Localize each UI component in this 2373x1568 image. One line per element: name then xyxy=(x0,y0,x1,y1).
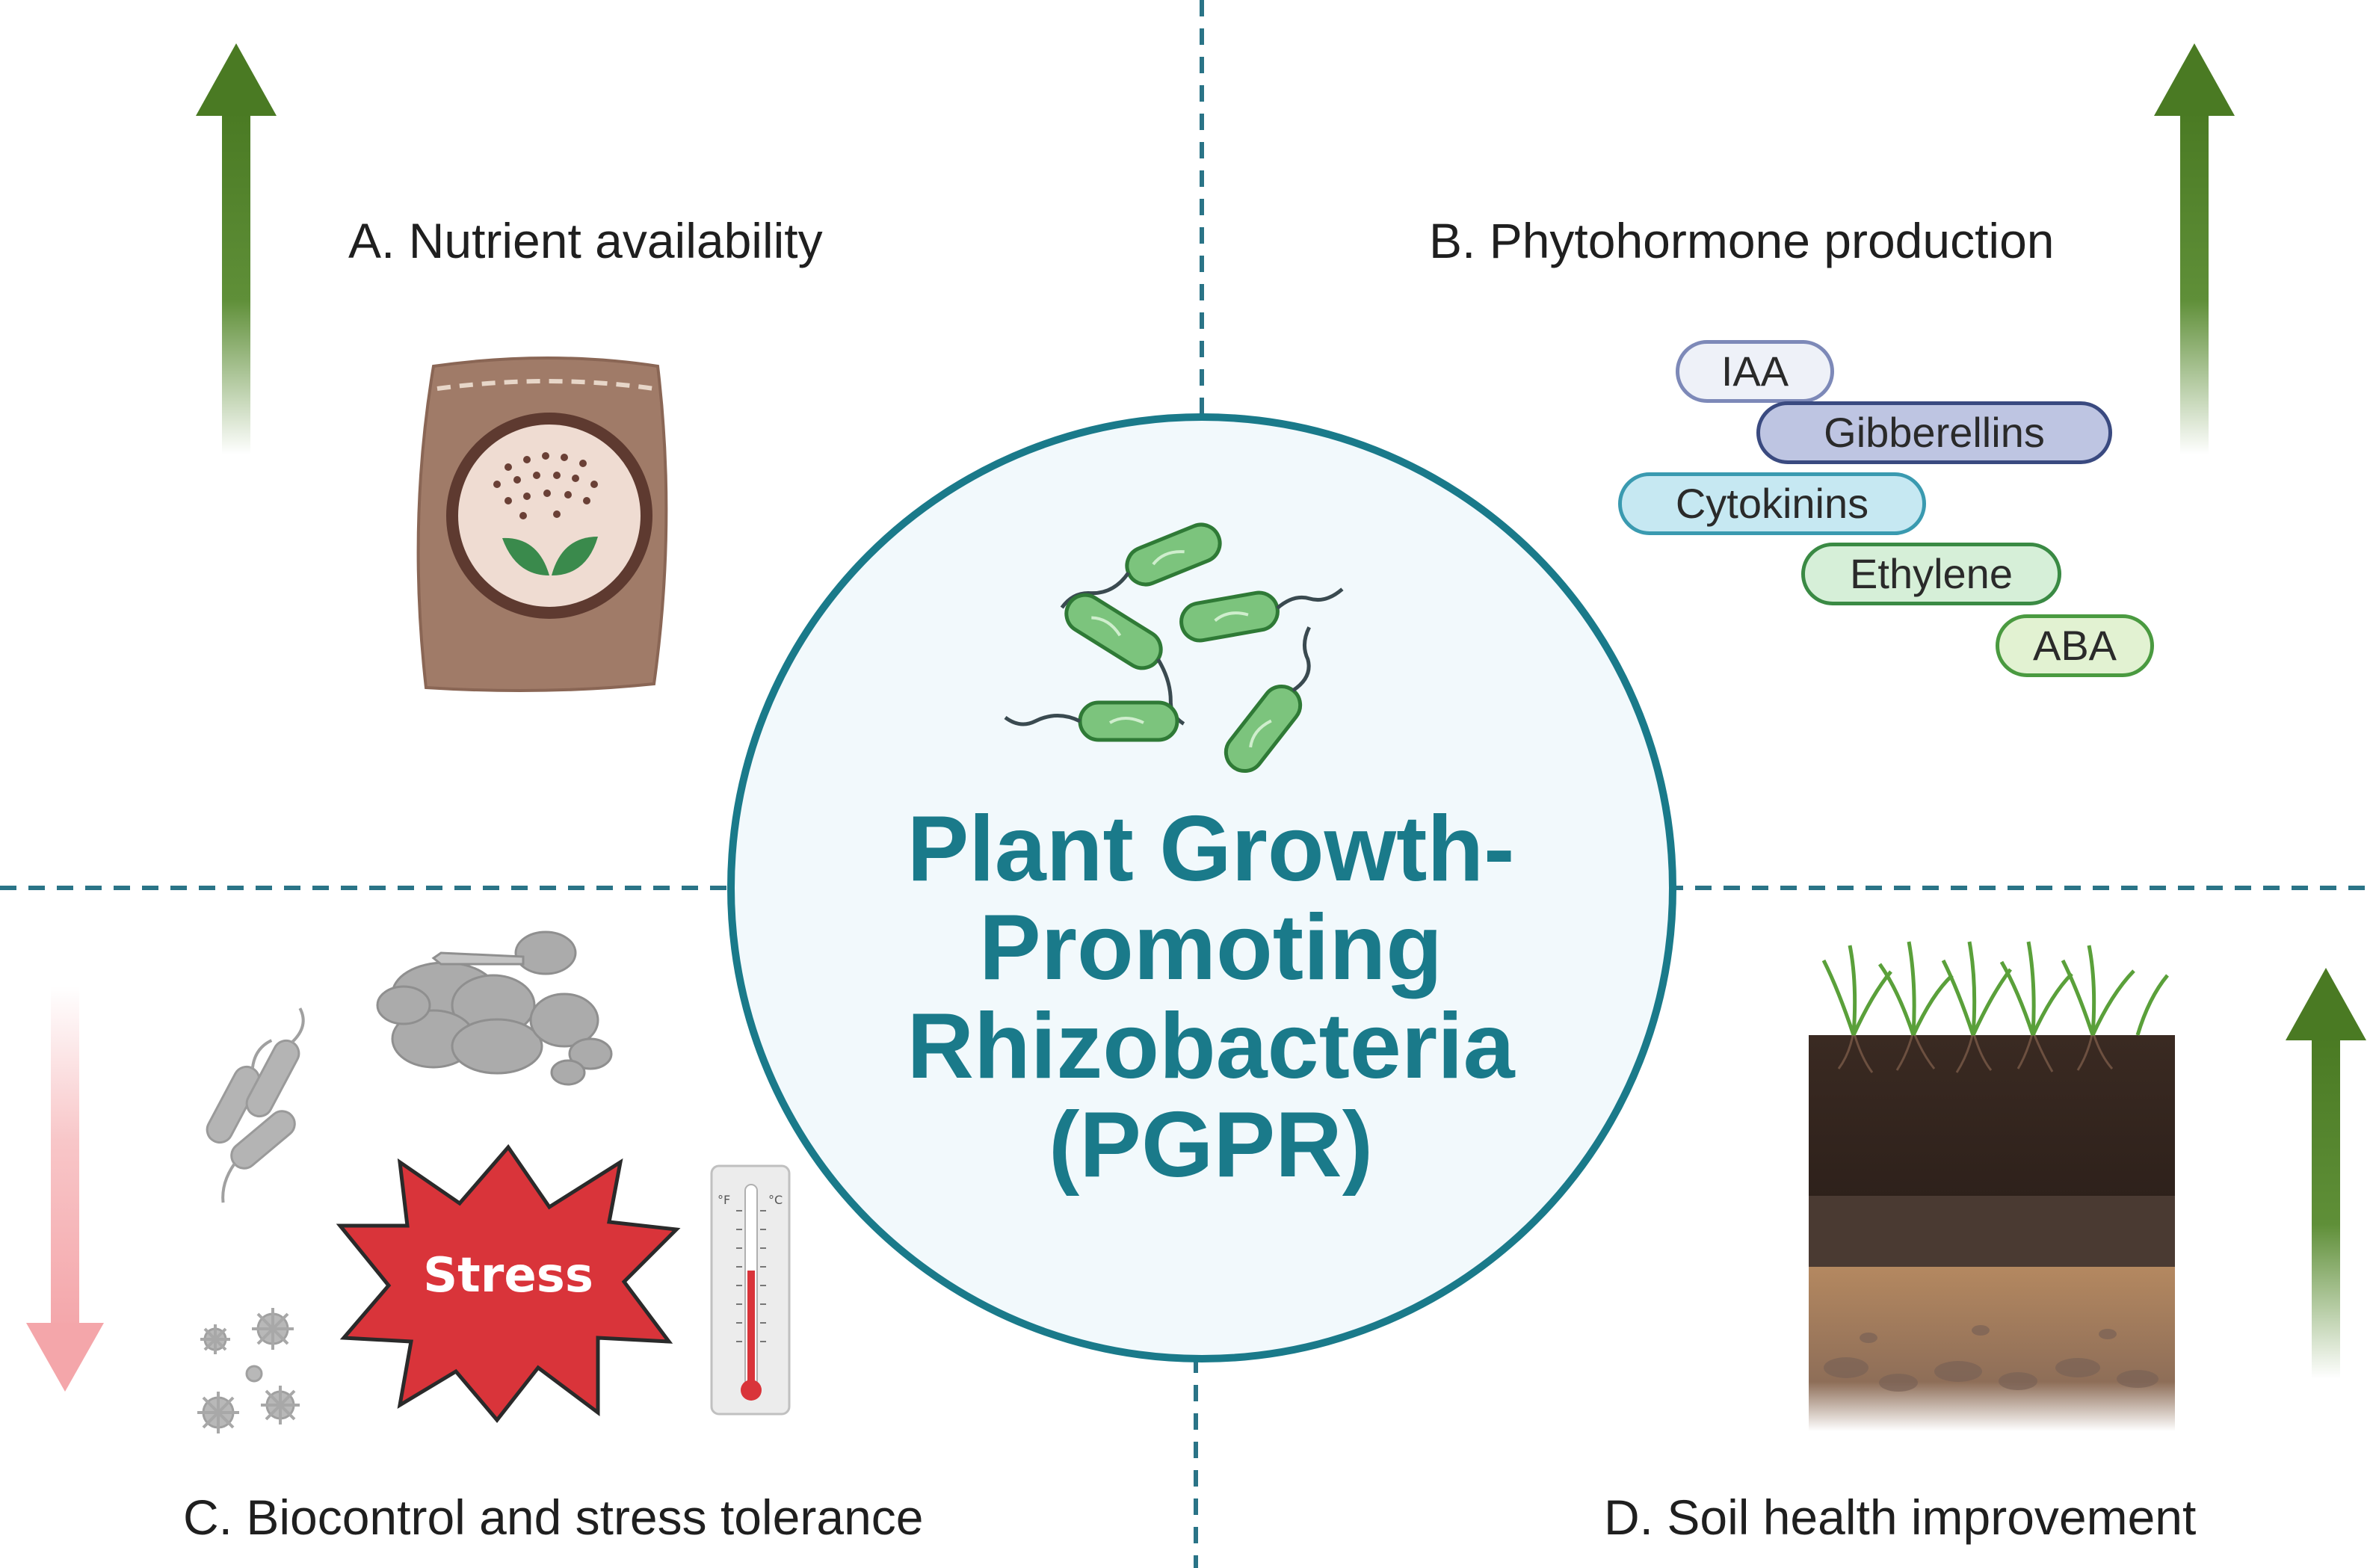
thermometer-icon xyxy=(710,1164,791,1416)
quadrant-d-label: D. Soil health improvement xyxy=(1604,1490,2197,1545)
stress-label: Stress xyxy=(423,1248,593,1303)
thermometer-fahrenheit-label: °F xyxy=(718,1193,731,1207)
thermometer-celsius-label: °C xyxy=(768,1193,783,1207)
fertilizer-sack-icon xyxy=(416,356,668,692)
hormone-pill-cytokinins: Cytokinins xyxy=(1618,472,1926,535)
hormone-pill-gibberellins: Gibberellins xyxy=(1756,401,2112,464)
pgpr-title-line-3: Rhizobacteria xyxy=(907,995,1515,1098)
seed-dots-icon xyxy=(493,452,598,519)
quadrant-c-label: C. Biocontrol and stress tolerance xyxy=(183,1490,924,1545)
fungus-icon xyxy=(376,930,613,1086)
grass-icon xyxy=(1821,941,2169,1037)
pathogen-bacteria-icon xyxy=(206,1007,305,1203)
quadrant-a-label: A. Nutrient availability xyxy=(348,213,823,268)
stress-burst-icon xyxy=(336,1143,681,1423)
hormone-pill-aba: ABA xyxy=(1996,614,2154,677)
decrease-arrow-c-icon xyxy=(26,987,104,1392)
bacteria-cluster-icon xyxy=(1004,522,1344,774)
hormone-pill-ethylene: Ethylene xyxy=(1801,543,2061,605)
increase-arrow-d-icon xyxy=(2286,968,2366,1379)
hormone-pill-iaa: IAA xyxy=(1676,340,1834,403)
pgpr-title-line-4: (PGPR) xyxy=(1049,1093,1373,1197)
virus-spikes xyxy=(197,1308,300,1433)
pgpr-title: Plant Growth- Promoting Rhizobacteria (P… xyxy=(747,800,1674,1194)
increase-arrow-b-icon xyxy=(2154,43,2235,454)
increase-arrow-a-icon xyxy=(196,43,277,454)
soil-profile-icon xyxy=(1809,941,2175,1431)
pgpr-title-line-1: Plant Growth- xyxy=(907,797,1515,901)
pgpr-circle xyxy=(727,413,1676,1362)
quadrant-b-label: B. Phytohormone production xyxy=(1429,213,2055,268)
pgpr-title-line-2: Promoting xyxy=(979,896,1442,999)
